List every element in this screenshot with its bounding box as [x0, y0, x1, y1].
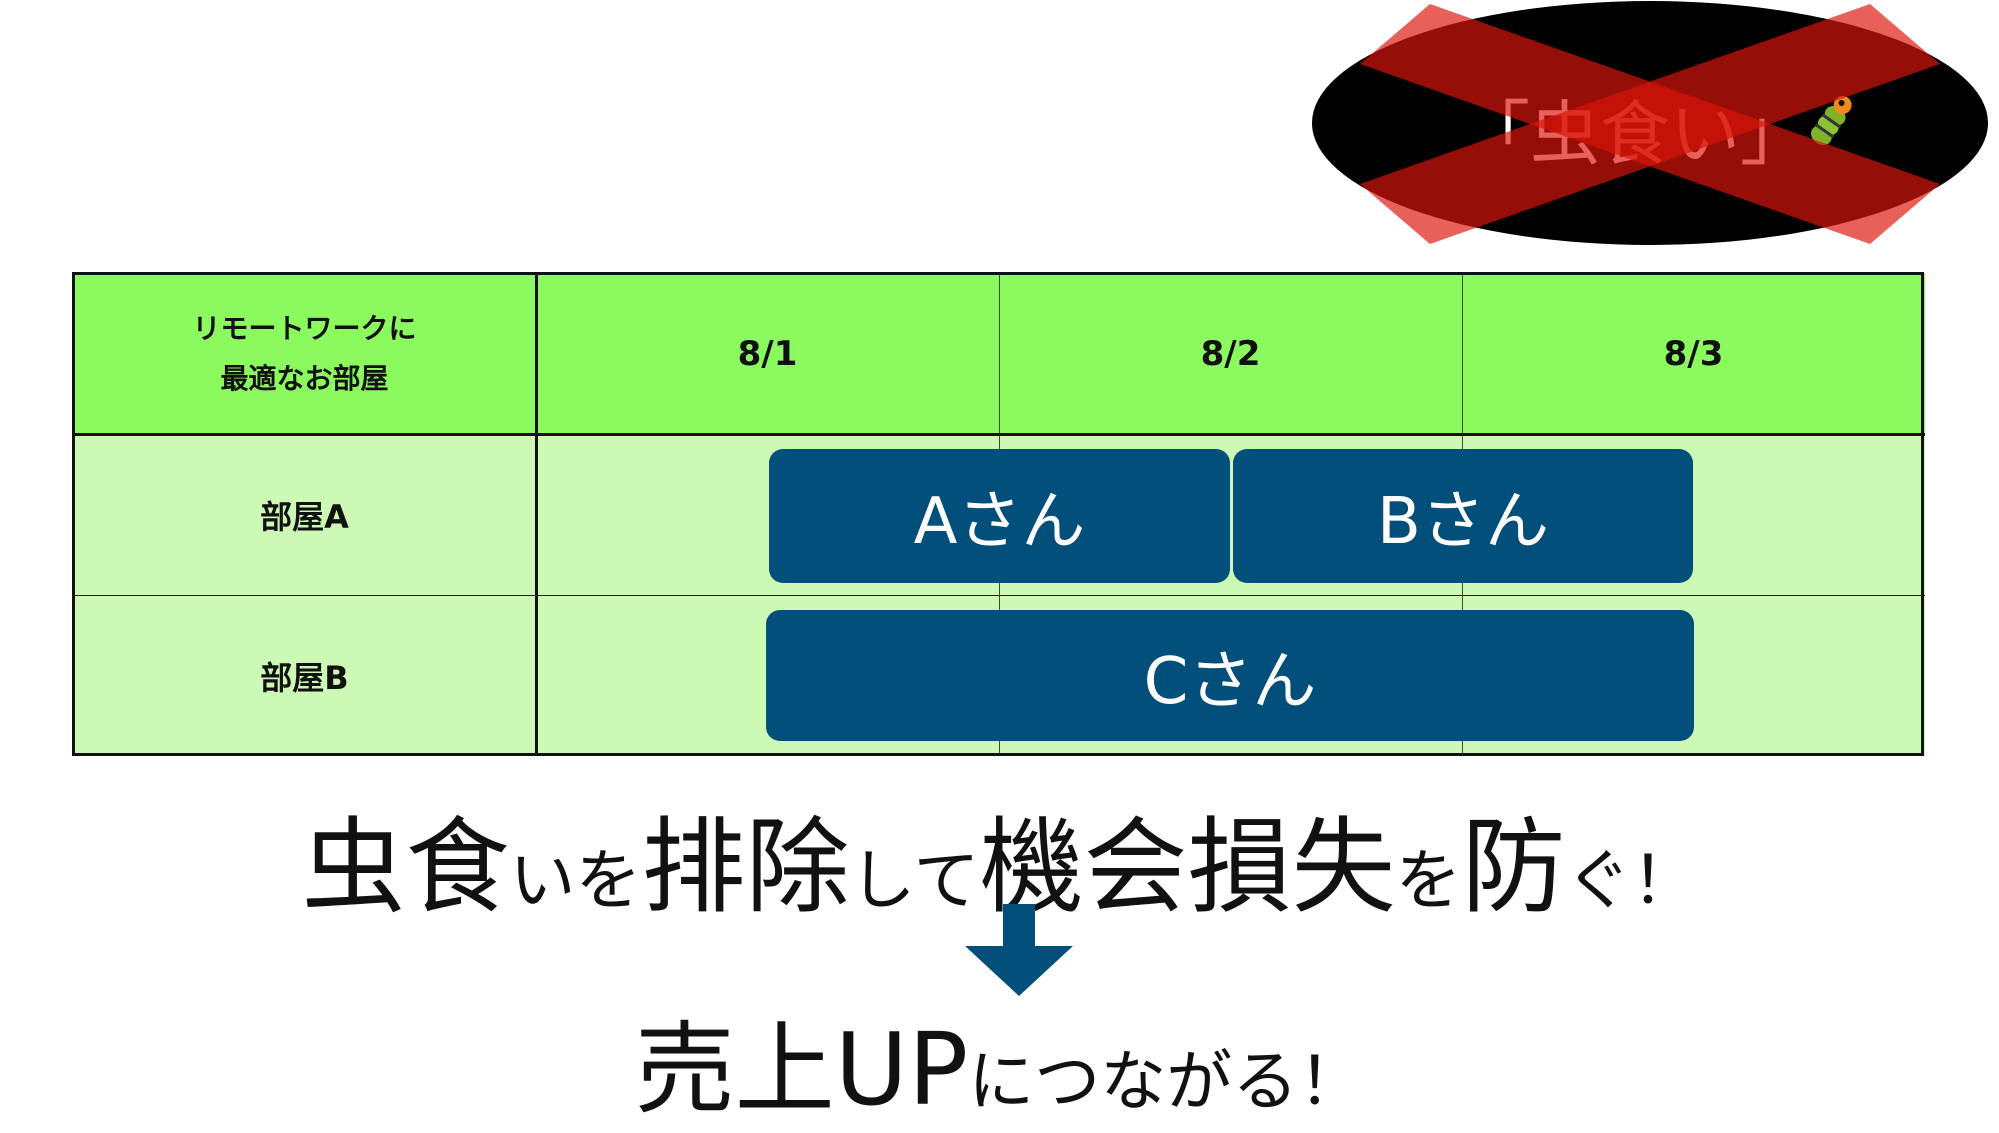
- grid-line: [73, 595, 1925, 596]
- booking-c[interactable]: Cさん: [766, 610, 1694, 741]
- red-cross-icon: [1360, 4, 1940, 244]
- table-border: [72, 272, 1924, 756]
- corner-header: リモートワークに 最適なお部屋: [73, 273, 536, 434]
- caterpillar-icon: [1811, 95, 1852, 145]
- booking-a[interactable]: Aさん: [769, 449, 1230, 583]
- headline-part: を: [1395, 842, 1462, 919]
- date-header-3: 8/3: [1462, 273, 1925, 434]
- corner-header-line1: リモートワークに: [192, 311, 417, 345]
- room-label-a: 部屋A: [73, 434, 536, 595]
- result-part: 売上UP: [634, 1011, 969, 1128]
- headline-part: ぐ！: [1565, 842, 1698, 919]
- room-label-b: 部屋B: [73, 595, 536, 756]
- grid-line: [73, 433, 1925, 436]
- date-header-1: 8/1: [536, 273, 999, 434]
- headline-part: 排除: [641, 806, 850, 928]
- grid-line: [535, 273, 538, 756]
- headline-part: 虫食: [301, 806, 510, 928]
- result-part: につながる！: [968, 1043, 1365, 1120]
- booking-b[interactable]: Bさん: [1233, 449, 1693, 583]
- headline-part: 防: [1461, 806, 1566, 928]
- date-header-2: 8/2: [999, 273, 1462, 434]
- headline-part: して: [849, 842, 980, 919]
- headline: 虫食いを排除して機会損失を防ぐ！: [0, 782, 1999, 933]
- down-arrow-icon: [965, 904, 1073, 996]
- corner-header-line2: 最適なお部屋: [220, 361, 389, 395]
- headline-part: いを: [509, 842, 642, 919]
- headline-part: 機会損失: [979, 806, 1396, 928]
- result-text: 売上UPにつながる！: [0, 988, 1999, 1133]
